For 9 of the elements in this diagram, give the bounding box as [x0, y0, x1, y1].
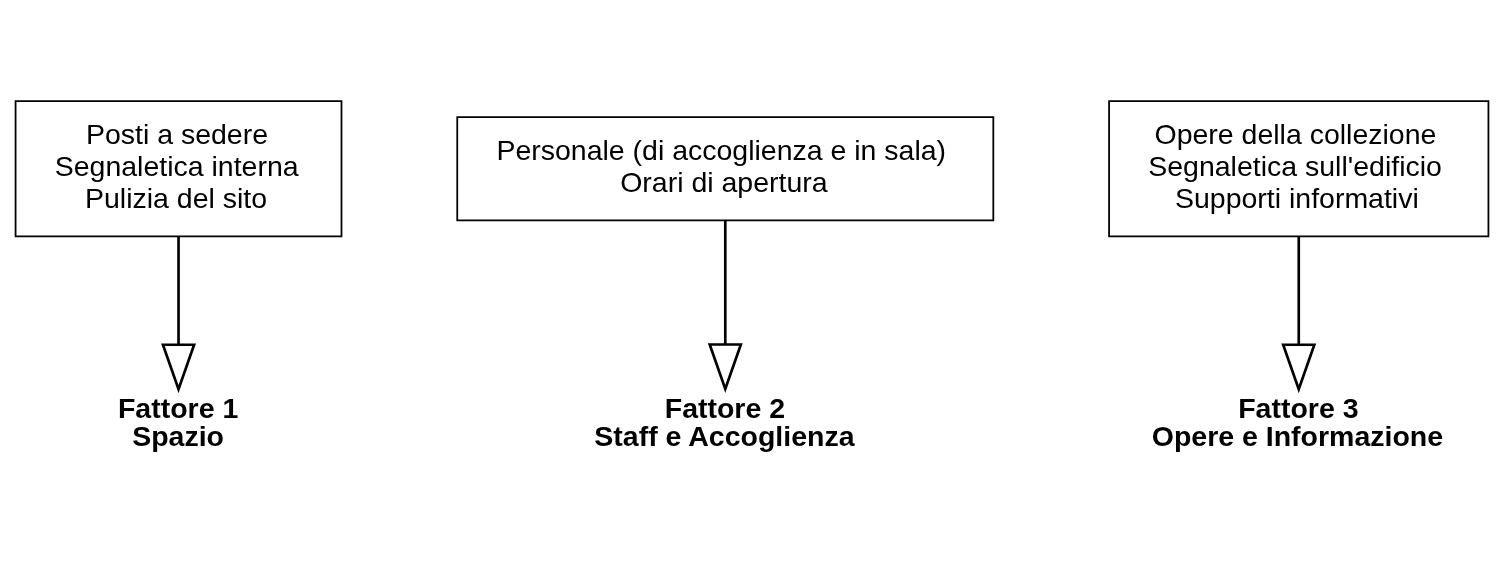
node-box: Posti a sedere Segnaletica interna Pulizia del sito — [14, 99, 343, 237]
node-box: Opere della collezione Segnaletica sull'edificio Supporti informativi — [1108, 99, 1490, 237]
arrow — [1281, 236, 1317, 393]
node-text: Fattore 2 Staff e Accoglienza — [594, 391, 855, 452]
node-text: Fattore 1 Spazio — [117, 391, 239, 452]
node-box: Personale (di accoglienza e in sala) Orari di apertura — [456, 115, 995, 221]
arrow — [161, 236, 196, 393]
node-text: Fattore 3 Opere e Informazione — [1151, 391, 1444, 452]
arrow — [707, 220, 743, 393]
